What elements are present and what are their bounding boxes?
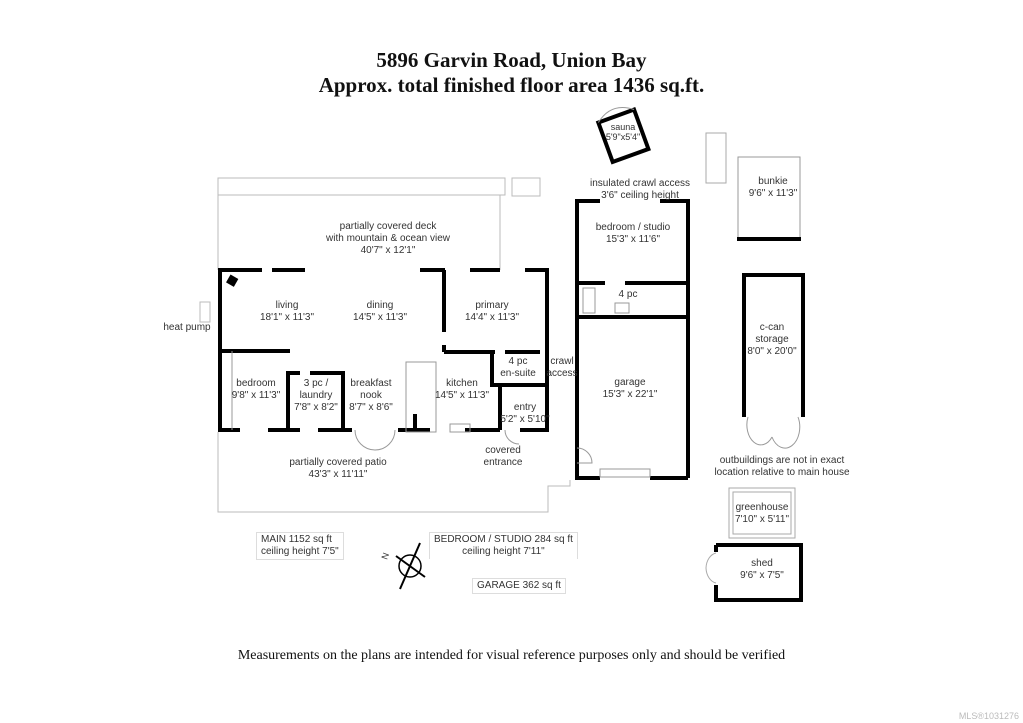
sauna <box>595 106 651 165</box>
shed <box>705 543 803 602</box>
mls-watermark: MLS®1031276 <box>958 711 1019 721</box>
main-house-walls <box>218 268 549 432</box>
disclaimer: Measurements on the plans are intended f… <box>237 648 786 663</box>
greenhouse <box>728 487 796 539</box>
main-house-thin <box>231 351 520 451</box>
compass-icon <box>395 542 426 590</box>
bath-4pc-label: 4 pc <box>618 289 638 300</box>
stove-icon <box>226 274 239 287</box>
deck-outline <box>199 177 571 513</box>
studio-garage-walls <box>575 199 690 480</box>
garage-area-summary: GARAGE 362 sq ft <box>472 578 566 594</box>
deck-label: partially covered deck with mountain & o… <box>326 221 450 256</box>
bunkie <box>705 132 801 241</box>
area-title: Approx. total finished floor area 1436 s… <box>318 73 705 97</box>
heat-pump-label: heat pump <box>163 322 211 333</box>
c-can <box>742 273 805 449</box>
address-title: 5896 Garvin Road, Union Bay <box>376 48 647 72</box>
